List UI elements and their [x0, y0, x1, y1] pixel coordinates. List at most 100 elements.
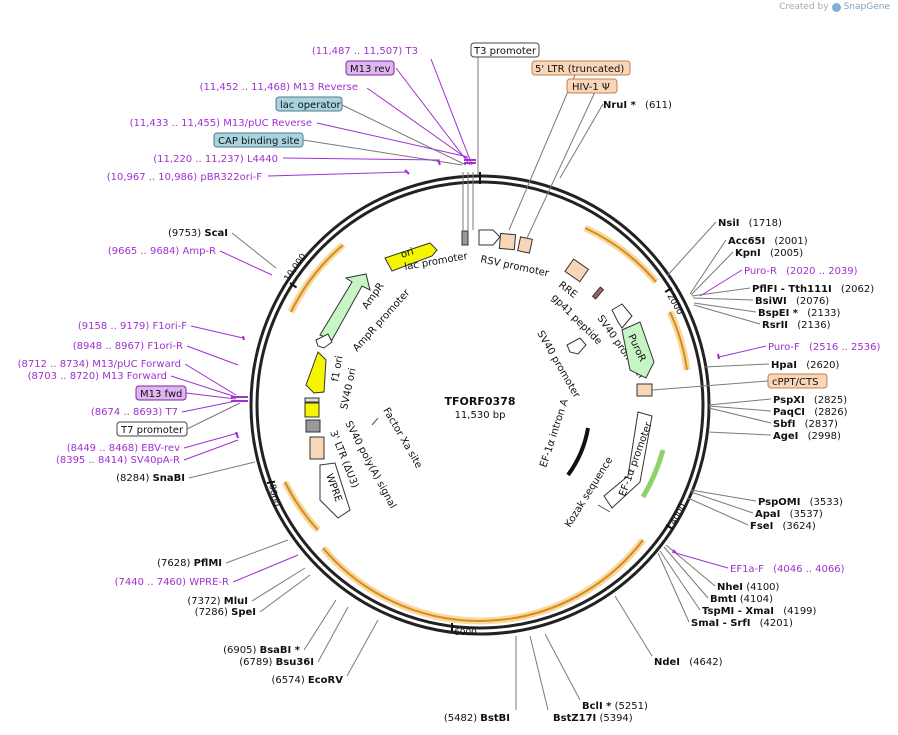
svg-text:cPPT/CTS: cPPT/CTS	[772, 377, 818, 388]
orf-arrows	[281, 224, 691, 625]
kozak-pointer	[597, 504, 611, 513]
primer-m13-puc-reverse: (11,433 .. 11,455) M13/pUC Reverse	[130, 118, 312, 129]
primer-amp-r: (9665 .. 9684) Amp-R	[108, 246, 273, 276]
svg-text:TspMI - XmaI (4199): TspMI - XmaI (4199)	[702, 606, 817, 617]
orf-arc-1-line	[584, 227, 657, 283]
svg-text:PspOMI (3533): PspOMI (3533)	[758, 497, 843, 508]
plasmid-size: 11,530 bp	[455, 410, 506, 421]
primer-t3: (11,487 .. 11,507) T3	[312, 46, 418, 57]
primer-m13-rev-box: M13 rev	[345, 60, 395, 76]
enzyme-snabi: (8284) SnaBI	[116, 461, 256, 484]
svg-text:BsiWI (2076): BsiWI (2076)	[755, 296, 829, 307]
primer-m13-fwd-box: M13 fwd	[135, 385, 237, 401]
svg-text:(9158 .. 9179) F1ori-F: (9158 .. 9179) F1ori-F	[78, 321, 187, 332]
ori-label: ori	[400, 246, 416, 260]
sv40-promoter-label-2: SV40 promoter	[534, 329, 582, 401]
ef1a-promoter-outline	[603, 411, 653, 509]
svg-text:(6574) EcoRV: (6574) EcoRV	[271, 675, 343, 686]
svg-text:CAP binding site: CAP binding site	[218, 136, 300, 147]
svg-text:(11,452 .. 11,468) M13 Reverse: (11,452 .. 11,468) M13 Reverse	[200, 82, 358, 93]
boxed-feature-lac-operator: lac operator	[275, 96, 343, 112]
svg-text:KpnI (2005): KpnI (2005)	[735, 248, 803, 259]
primer-puro-f: Puro-F (2516 .. 2536)	[718, 342, 880, 358]
orf-arc-5-line	[290, 244, 344, 313]
ltr3-box	[309, 436, 325, 460]
svg-text:(5482) BstBI: (5482) BstBI	[444, 713, 510, 724]
svg-text:Puro-R (2020 .. 2039): Puro-R (2020 .. 2039)	[744, 266, 858, 277]
svg-text:Puro-F (2516 .. 2536): Puro-F (2516 .. 2536)	[768, 342, 880, 353]
lac-promoter-arrow	[478, 229, 501, 246]
enzyme-cluster-pspxi: PspXI (2825) PaqCI (2826) SbfI (2837) Ag…	[707, 395, 848, 442]
boxed-feature-t7-promoter: T7 promoter	[116, 421, 188, 437]
svg-text:RsrII (2136): RsrII (2136)	[762, 320, 831, 331]
enzyme-nsii: NsiI (1718)	[666, 218, 782, 277]
enzyme-bstz17i: BstZ17I (5394)	[529, 635, 633, 724]
svg-text:Acc65I (2001): Acc65I (2001)	[728, 236, 808, 247]
primer-f1ori-r: (8948 .. 8967) F1ori-R	[73, 341, 239, 366]
svg-text:SmaI - SrfI (4201): SmaI - SrfI (4201)	[691, 618, 793, 629]
enzyme-pflmi: (7628) PflMI	[157, 539, 289, 569]
primer-f1ori-f: (9158 .. 9179) F1ori-F	[78, 321, 244, 339]
tick-label-4000: 4000	[669, 502, 689, 527]
boxed-feature-cap-binding: CAP binding site	[213, 132, 304, 148]
wpre-arrow	[319, 462, 351, 519]
plasmid-name: TFORF0378	[445, 395, 516, 408]
primer-wpre-r: (7440 .. 7460) WPRE-R	[115, 554, 299, 588]
enzyme-bsu36i: (6789) Bsu36I	[239, 606, 349, 668]
enzyme-bsabi: (6905) BsaBI *	[223, 599, 337, 656]
inner-features: ori lac promoter RSV promoter RRE gp41 p…	[304, 229, 655, 530]
ef1a-intron-arc	[566, 427, 590, 477]
orf-arc-2-line	[669, 311, 688, 371]
enzyme-mlui: (7372) MluI	[187, 567, 306, 607]
svg-text:(8948 .. 8967) F1ori-R: (8948 .. 8967) F1ori-R	[73, 341, 183, 352]
factor-xa-label: Factor Xa site	[380, 406, 424, 470]
primer-m13-forward: (8703 .. 8720) M13 Forward	[28, 371, 237, 398]
svg-text:PspXI (2825): PspXI (2825)	[773, 395, 847, 406]
snapgene-logo-icon	[831, 2, 841, 12]
enzyme-bcli: BclI * (5251)	[544, 633, 648, 712]
top-connectors	[267, 56, 604, 239]
svg-text:HIV-1 Ψ: HIV-1 Ψ	[572, 82, 610, 93]
svg-text:(9665 .. 9684) Amp-R: (9665 .. 9684) Amp-R	[108, 246, 216, 257]
sv40-promoter-arrow-2	[566, 337, 587, 355]
rsv-promoter-box	[498, 232, 517, 251]
enzyme-ecorv: (6574) EcoRV	[271, 619, 379, 686]
credit-brand: SnapGene	[843, 2, 890, 12]
cppt-box	[636, 383, 653, 397]
lac-operator-box	[461, 230, 469, 246]
svg-text:NsiI (1718): NsiI (1718)	[718, 218, 782, 229]
svg-text:BclI * (5251): BclI * (5251)	[582, 701, 648, 712]
tick-label-6000: 6000	[454, 628, 477, 638]
enzyme-nrui: NruI * (611)	[603, 100, 672, 111]
primer-t7: (8674 .. 8693) T7	[91, 400, 237, 418]
f1-ori-label: f1 ori	[330, 355, 345, 383]
svg-text:BspEI * (2133): BspEI * (2133)	[758, 308, 841, 319]
svg-text:NruI * (611): NruI * (611)	[603, 100, 672, 111]
enzyme-ndei: NdeI (4642)	[614, 595, 723, 668]
enzyme-bstbi: (5482) BstBI	[444, 636, 517, 724]
svg-text:(7628) PflMI: (7628) PflMI	[157, 558, 222, 569]
svg-text:AgeI (2998): AgeI (2998)	[773, 431, 841, 442]
boxed-feature-5ltr: 5' LTR (truncated)	[531, 60, 631, 76]
rsv-promoter-label: RSV promoter	[479, 254, 550, 279]
primer-ebv-rev: (8449 .. 8468) EBV-rev	[67, 432, 239, 454]
tick-label-8000: 8000	[266, 483, 280, 508]
svg-text:(7440 .. 7460) WPRE-R: (7440 .. 7460) WPRE-R	[115, 577, 229, 588]
enzyme-spei: (7286) SpeI	[195, 574, 311, 618]
ori-arrow	[384, 242, 438, 272]
primer-ef1a-f: EF1a-F (4046 .. 4066)	[671, 551, 845, 575]
f1-ori-yellow-box	[304, 402, 320, 418]
svg-text:(7286) SpeI: (7286) SpeI	[195, 607, 256, 618]
f1-ori-arrow	[305, 351, 327, 394]
svg-text:NheI (4100): NheI (4100)	[717, 582, 780, 593]
svg-text:T7 promoter: T7 promoter	[120, 425, 184, 436]
svg-text:(6789) Bsu36I: (6789) Bsu36I	[239, 657, 314, 668]
ampr-promoter-label: AmpR promoter	[351, 287, 413, 354]
svg-text:(7372) MluI: (7372) MluI	[187, 596, 248, 607]
svg-text:(8395 .. 8414) SV40pA-R: (8395 .. 8414) SV40pA-R	[56, 455, 180, 466]
puror-arrow	[621, 321, 655, 379]
svg-text:FseI (3624): FseI (3624)	[750, 521, 816, 532]
svg-text:BstZ17I (5394): BstZ17I (5394)	[553, 713, 633, 724]
rre-box	[564, 258, 590, 283]
svg-text:5' LTR (truncated): 5' LTR (truncated)	[535, 64, 624, 75]
